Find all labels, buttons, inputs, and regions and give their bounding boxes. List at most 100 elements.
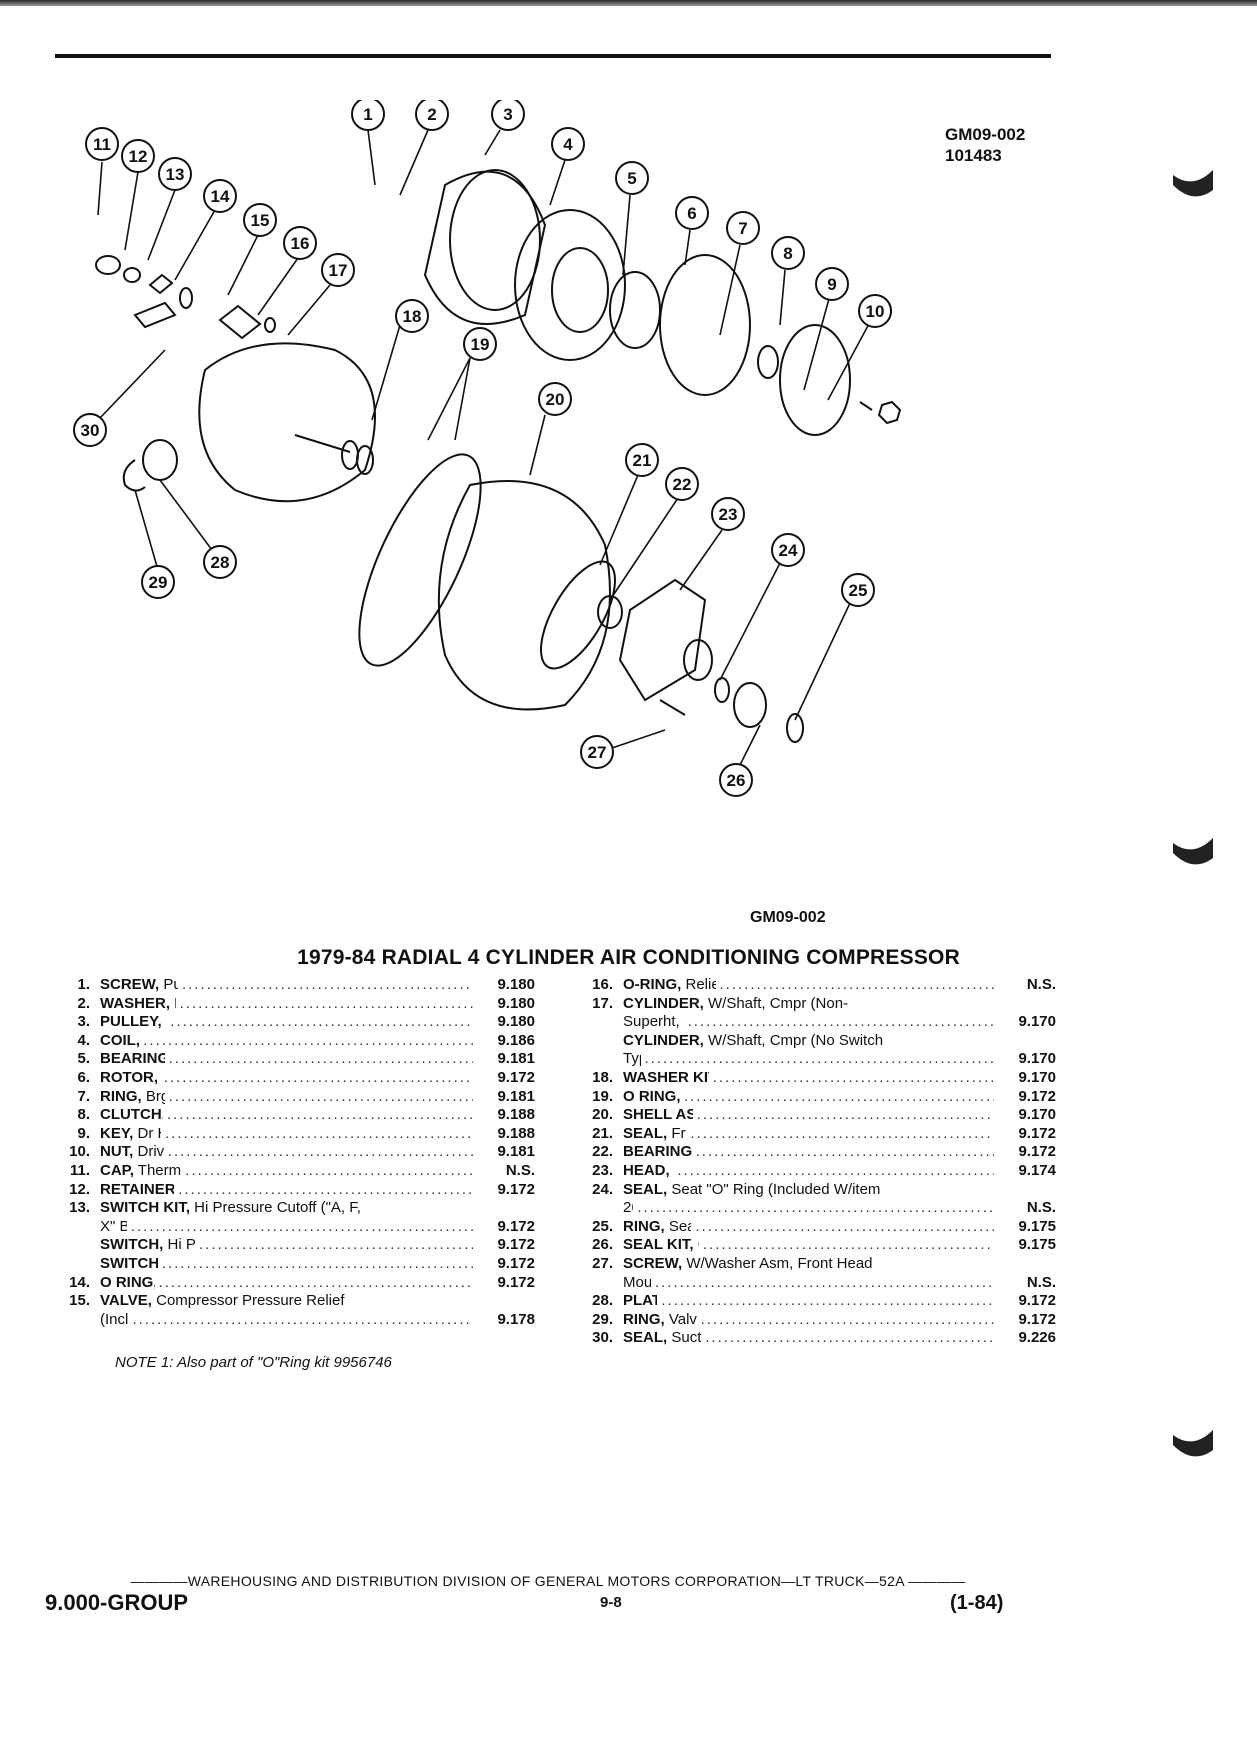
- part-detail: W/Shaft, Cmpr (Non-: [703, 994, 849, 1012]
- callout-3: 3: [491, 100, 525, 131]
- washer-part: [341, 440, 359, 470]
- page-top-edge: [0, 0, 1257, 6]
- part-detail: Drive Shaft Pulley: [137, 1143, 164, 1161]
- part-line: MountingN.S.: [623, 1274, 1056, 1293]
- dot-leader: [158, 1255, 473, 1274]
- part-name: BEARING,: [100, 1050, 165, 1068]
- dot-leader: [127, 1218, 473, 1237]
- part-line: SCREW, W/Washer Asm, Front Head: [623, 1255, 1056, 1274]
- group-number: N.S.: [505, 1161, 535, 1179]
- part-line: RING, Valve Plate Retaining9.172: [623, 1311, 1056, 1330]
- header-rule: [55, 54, 1051, 58]
- oring-small-part: [264, 317, 276, 333]
- retainer-part: [123, 267, 141, 283]
- group-number: 9.172: [497, 1236, 535, 1254]
- callout-28: 28: [203, 545, 237, 579]
- group-number: 9.172: [497, 1254, 535, 1272]
- part-description: RING, Seal Seat Retainer: [623, 1218, 691, 1237]
- part-item: 9.KEY, Dr Hub to Dr Shf9.188: [45, 1125, 535, 1144]
- part-item: 18. WASHER KIT, Thrust Compressor9.170: [568, 1069, 1056, 1088]
- part-number: 11.: [69, 1161, 90, 1179]
- part-name: SWITCH,: [100, 1254, 158, 1272]
- part-item: 21.SEAL, Frt Hd to Cyl(*1)9.172: [568, 1125, 1056, 1144]
- coil-inner: [551, 247, 609, 333]
- pulley-ring: [449, 169, 541, 311]
- part-item: 30.SEAL, Suction Disch Ports(*1)9.226: [568, 1329, 1056, 1348]
- part-description: RING, Brg to Frt Hd Ret: [100, 1088, 165, 1107]
- part-name: ROTOR,: [100, 1068, 159, 1086]
- part-name: SEAL,: [623, 1124, 668, 1142]
- footer-group: 9.000-GROUP: [45, 1590, 189, 1615]
- svg-text:23: 23: [719, 505, 738, 524]
- part-description: CAP, Thermal Switch Protective: [100, 1162, 181, 1181]
- svg-text:24: 24: [779, 541, 798, 560]
- part-description: BEARING, Front Hd Main: [623, 1143, 692, 1162]
- part-name: RING,: [623, 1217, 665, 1235]
- callout-17: 17: [321, 253, 355, 287]
- dot-leader: [165, 1088, 473, 1107]
- part-description: SEAL, Frt Hd to Cyl(*1): [623, 1125, 686, 1144]
- part-description: SWITCH KIT, Hi Pressure Cutoff ("A, F,: [100, 1199, 361, 1218]
- part-number: 22.: [592, 1143, 613, 1161]
- part-detail: Type): [623, 1050, 641, 1068]
- part-description: ROTOR, W/Brg Cmpr: [100, 1069, 160, 1088]
- part-item: 12.RETAINER, Rr Cmpr Hd Sw9.172: [45, 1181, 535, 1200]
- svg-text:18: 18: [403, 307, 422, 326]
- callout-6: 6: [675, 196, 709, 230]
- svg-text:7: 7: [738, 219, 747, 238]
- bolt-part: [659, 699, 686, 716]
- cylinder-part: [198, 342, 376, 503]
- dot-leader: [155, 1274, 473, 1293]
- part-line: NUT, Drive Shaft Pulley9.181: [100, 1143, 535, 1162]
- callout-14: 14: [203, 179, 237, 213]
- callout-24: 24: [771, 533, 805, 567]
- group-number: 9.188: [497, 1106, 535, 1124]
- seal-oring-part: [714, 677, 730, 703]
- dot-leader: [165, 1050, 473, 1069]
- part-name: RETAINER,: [100, 1180, 175, 1198]
- part-item: 7.RING, Brg to Frt Hd Ret9.181: [45, 1088, 535, 1107]
- svg-text:17: 17: [329, 261, 348, 280]
- part-line: Type)9.170: [623, 1050, 1056, 1069]
- part-number: 9.: [77, 1124, 90, 1142]
- part-line: RING, Brg to Frt Hd Ret9.181: [100, 1088, 535, 1107]
- dot-leader: [691, 1218, 994, 1237]
- dot-leader: [174, 1181, 473, 1200]
- part-number: 18.: [592, 1068, 613, 1086]
- part-line: RETAINER, Rr Cmpr Hd Sw9.172: [100, 1181, 535, 1200]
- part-line: RING, Seal Seat Retainer9.175: [623, 1218, 1056, 1237]
- part-number: 10.: [69, 1143, 90, 1161]
- part-number: 19.: [592, 1087, 613, 1105]
- dot-leader: [160, 1069, 473, 1088]
- part-detail: Brg to Frt Hd Ret: [145, 1087, 165, 1105]
- group-number: 9.186: [497, 1031, 535, 1049]
- part-description: KEY, Dr Hub to Dr Shf: [100, 1125, 161, 1144]
- svg-text:30: 30: [81, 421, 100, 440]
- part-line: PULLEY, Cmpr (4.6 Dia)9.180: [100, 1013, 535, 1032]
- group-number: 9.172: [1018, 1087, 1056, 1105]
- svg-text:26: 26: [727, 771, 746, 790]
- dot-leader: [697, 1311, 994, 1330]
- callout-2: 2: [415, 100, 449, 131]
- part-line: (Incl #16)9.178: [100, 1311, 535, 1330]
- ring-part: [757, 345, 779, 379]
- part-item: 6.ROTOR, W/Brg Cmpr9.172: [45, 1069, 535, 1088]
- binder-hole-mark: [1173, 170, 1213, 197]
- part-number: 15.: [69, 1292, 90, 1310]
- part-line: WASHER KIT, Thrust Compressor9.170: [623, 1069, 1056, 1088]
- svg-text:1: 1: [363, 105, 372, 124]
- callout-9: 9: [815, 267, 849, 301]
- part-description: PULLEY, Cmpr (4.6 Dia): [100, 1013, 166, 1032]
- part-name: CYLINDER,: [623, 994, 704, 1012]
- svg-text:22: 22: [673, 475, 692, 494]
- dot-leader: [699, 1236, 994, 1255]
- part-number: 23.: [592, 1161, 613, 1179]
- callout-8: 8: [771, 236, 805, 270]
- group-number: 9.175: [1018, 1236, 1056, 1254]
- part-description: PLATE, Vlv: [623, 1292, 657, 1311]
- part-description: SCREW, Pulley Rim Mounting: [100, 976, 178, 995]
- seal-retainer-part: [786, 713, 804, 743]
- callout-4: 4: [551, 127, 585, 161]
- part-number: 8.: [77, 1106, 90, 1124]
